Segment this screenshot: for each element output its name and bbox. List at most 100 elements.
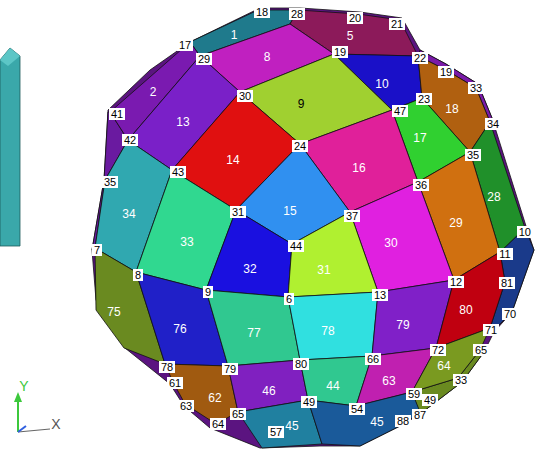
element-number: 75 [107, 306, 120, 319]
node-number: 65 [230, 408, 246, 420]
element-number: 78 [321, 325, 334, 338]
node-number: 28 [289, 8, 305, 20]
node-number: 81 [499, 277, 515, 289]
element-number: 31 [317, 264, 330, 277]
axis-label: X [51, 417, 60, 432]
element-face [288, 292, 378, 360]
element-face [412, 328, 490, 392]
axis-y [17, 400, 19, 432]
element-number: 8 [264, 51, 271, 64]
node-number: 36 [413, 179, 429, 191]
element-number: 2 [150, 86, 157, 99]
element-number: 18 [445, 103, 458, 116]
element-number: 28 [487, 191, 500, 204]
axis-label: Y [19, 379, 28, 394]
node-number: 71 [483, 324, 499, 336]
node-number: 65 [473, 344, 489, 356]
node-number: 19 [438, 66, 454, 78]
node-number: 24 [292, 140, 308, 152]
mesh-element: 31 [288, 212, 378, 297]
node-number: 17 [177, 39, 193, 51]
element-number: 17 [413, 132, 426, 145]
node-number: 30 [237, 90, 253, 102]
block-face [0, 48, 20, 246]
element-number: 77 [247, 327, 260, 340]
element-face [206, 210, 292, 297]
node-number: 9 [203, 286, 213, 298]
element-number: 5 [347, 30, 354, 43]
node-number: 22 [412, 52, 428, 64]
node-number: 29 [196, 53, 212, 65]
node-number: 64 [210, 418, 226, 430]
element-face [308, 392, 420, 446]
node-number: 34 [485, 118, 501, 130]
mesh-element: 78 [288, 292, 378, 360]
element-number: 62 [208, 392, 221, 405]
mesh-element: 32 [206, 210, 292, 297]
node-number: 49 [301, 396, 317, 408]
node-number: 11 [497, 248, 512, 260]
node-number: 66 [365, 353, 381, 365]
node-number: 87 [412, 409, 428, 421]
sphere-silhouette [92, 8, 534, 448]
node-number: 72 [430, 344, 446, 356]
element-number: 32 [243, 263, 256, 276]
element-face [436, 252, 505, 348]
element-number: 34 [122, 208, 135, 221]
element-number: 45 [285, 420, 298, 433]
block-edge [0, 48, 20, 66]
node-number: 59 [406, 388, 422, 400]
node-number: 49 [422, 394, 438, 406]
node-number: 37 [344, 210, 360, 222]
node-number: 88 [395, 415, 411, 427]
node-number: 10 [517, 226, 533, 238]
node-number: 13 [372, 289, 388, 301]
node-number: 61 [167, 377, 183, 389]
node-number: 79 [222, 363, 238, 375]
node-number: 7 [92, 244, 102, 256]
element-number: 30 [384, 237, 397, 250]
element-number: 80 [459, 304, 472, 317]
element-shape [206, 210, 292, 297]
node-number: 21 [389, 18, 405, 30]
node-number: 33 [468, 82, 484, 94]
node-number: 44 [288, 240, 304, 252]
node-number: 8 [133, 269, 143, 281]
element-number: 1 [231, 29, 238, 42]
element-number: 44 [326, 380, 339, 393]
node-number: 18 [254, 6, 270, 18]
node-number: 70 [502, 308, 518, 320]
node-number: 31 [230, 206, 246, 218]
node-number: 19 [332, 46, 348, 58]
element-number: 46 [262, 385, 275, 398]
element-number: 45 [370, 416, 383, 429]
element-number: 79 [396, 319, 409, 332]
node-number: 47 [392, 105, 408, 117]
element-number: 29 [449, 217, 462, 230]
node-number: 20 [347, 12, 363, 24]
element-shape [288, 212, 378, 297]
element-number: 10 [375, 78, 388, 91]
element-number: 63 [382, 375, 395, 388]
element-face [206, 290, 300, 366]
node-number: 57 [268, 426, 284, 438]
element-number: 76 [173, 323, 186, 336]
node-number: 35 [102, 176, 118, 188]
node-number: 12 [448, 276, 464, 288]
element-number: 14 [226, 154, 239, 167]
mesh-element: 64 [412, 328, 490, 392]
node-number: 54 [349, 403, 365, 415]
element-number: 9 [298, 98, 305, 111]
node-number: 41 [109, 108, 125, 120]
axis-arrowhead [14, 392, 22, 402]
element-number: 16 [352, 162, 365, 175]
element-face [288, 212, 378, 297]
node-number: 33 [453, 374, 469, 386]
node-number: 6 [284, 293, 294, 305]
element-face [165, 364, 238, 424]
node-number: 35 [465, 149, 481, 161]
element-number: 33 [180, 236, 193, 249]
node-number: 63 [178, 400, 194, 412]
node-number: 23 [416, 93, 432, 105]
